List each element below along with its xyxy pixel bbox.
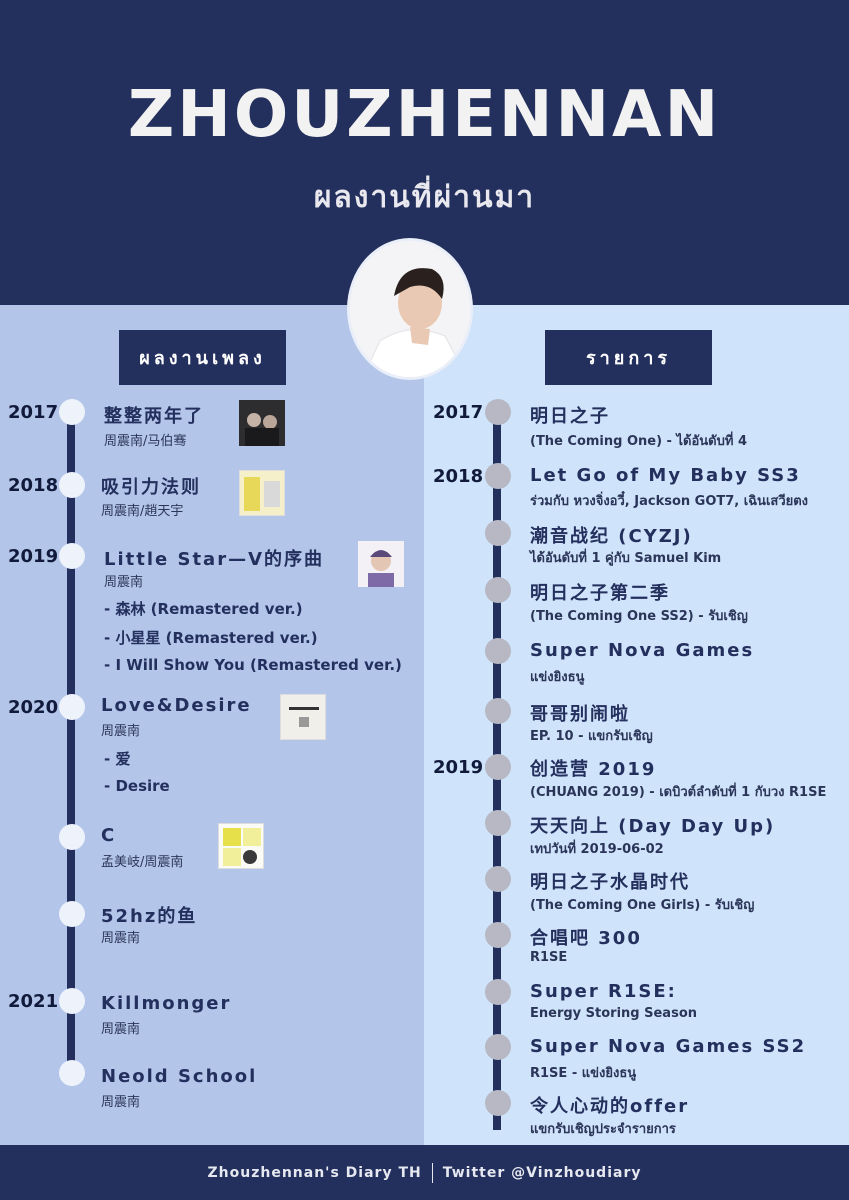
- show-item-title: 明日之子水晶时代: [530, 872, 690, 893]
- timeline-dot: [485, 810, 511, 836]
- timeline-dot: [485, 698, 511, 724]
- music-section-label: ผลงานเพลง: [119, 330, 286, 385]
- show-item-note: ร่วมกับ หวงจิ่งอวี๋, Jackson GOT7, เฉินเ…: [530, 494, 809, 509]
- show-item-title: 哥哥别闹啦: [530, 704, 630, 725]
- music-year-2021: 2021: [8, 991, 59, 1012]
- music-year-2019: 2019: [8, 546, 59, 567]
- timeline-dot: [485, 399, 511, 425]
- show-item-title: 明日之子第二季: [530, 583, 670, 604]
- music-item-credit: 周震南: [104, 575, 144, 590]
- timeline-dot: [59, 399, 85, 425]
- show-item-note: (The Coming One SS2) - รับเชิญ: [530, 609, 748, 624]
- timeline-dot: [485, 520, 511, 546]
- show-item-note: แข่งยิงธนู: [530, 670, 585, 685]
- show-item-title: 令人心动的offer: [530, 1096, 690, 1117]
- show-item-title: 创造营 2019: [530, 759, 657, 780]
- show-item-note: เทปวันที่ 2019-06-02: [530, 842, 664, 857]
- album-cover-thumbnail: [218, 823, 264, 869]
- footer-twitter-handle: Twitter @Vinzhoudiary: [442, 1164, 642, 1181]
- music-item-credit: 周震南/马伯骞: [104, 434, 187, 449]
- timeline-dot: [59, 824, 85, 850]
- music-timeline-line: [67, 412, 75, 1072]
- show-item-title: Let Go of My Baby SS3: [530, 465, 801, 486]
- page-subtitle: ผลงานที่ผ่านมา: [313, 180, 536, 215]
- show-item-note: ได้อันดับที่ 1 คู่กับ Samuel Kim: [530, 551, 722, 566]
- show-item-note: Energy Storing Season: [530, 1006, 698, 1021]
- show-item-title: 明日之子: [530, 406, 610, 427]
- timeline-dot: [485, 866, 511, 892]
- music-item-title: C: [101, 825, 117, 846]
- show-item-note: (CHUANG 2019) - เดบิวต์ลำดับที่ 1 กับวง …: [530, 785, 827, 800]
- shows-year-2017: 2017: [433, 402, 484, 423]
- track-item: - 爱: [104, 750, 131, 768]
- show-item-title: Super Nova Games: [530, 640, 755, 661]
- music-item-credit: 周震南: [101, 1022, 141, 1037]
- show-item-title: Super R1SE:: [530, 981, 677, 1002]
- shows-year-2019: 2019: [433, 757, 484, 778]
- page-title: ZHOUZHENNAN: [127, 78, 722, 152]
- music-item-title: Neold School: [101, 1066, 258, 1087]
- track-item: - 森林 (Remastered ver.): [104, 600, 303, 618]
- show-item-note: R1SE - แข่งยิงธนู: [530, 1066, 637, 1081]
- album-cover-thumbnail: [358, 541, 404, 587]
- album-cover-thumbnail: [280, 694, 326, 740]
- show-item-title: 潮音战纪 (CYZJ): [530, 526, 693, 547]
- music-item-title: 52hz的鱼: [101, 906, 198, 927]
- track-item: - 小星星 (Remastered ver.): [104, 629, 318, 647]
- timeline-dot: [485, 922, 511, 948]
- footer-credit: Zhouzhennan's Diary TH: [207, 1164, 422, 1181]
- show-item-note: แขกรับเชิญประจำรายการ: [530, 1122, 676, 1137]
- music-item-title: Love&Desire: [101, 695, 252, 716]
- shows-year-2018: 2018: [433, 466, 484, 487]
- timeline-dot: [485, 577, 511, 603]
- music-item-credit: 周震南: [101, 724, 141, 739]
- show-item-title: Super Nova Games SS2: [530, 1036, 807, 1057]
- timeline-dot: [59, 1060, 85, 1086]
- footer: Zhouzhennan's Diary TH Twitter @Vinzhoud…: [0, 1145, 849, 1200]
- track-item: - I Will Show You (Remastered ver.): [104, 656, 402, 674]
- timeline-dot: [59, 543, 85, 569]
- music-item-credit: 周震南: [101, 1095, 141, 1110]
- music-panel: [0, 305, 424, 1145]
- music-year-2018: 2018: [8, 475, 59, 496]
- timeline-dot: [59, 694, 85, 720]
- music-item-title: 吸引力法则: [101, 477, 201, 498]
- music-year-2020: 2020: [8, 697, 59, 718]
- album-cover-thumbnail: [239, 470, 285, 516]
- timeline-dot: [485, 638, 511, 664]
- music-item-title: Little Star—V的序曲: [104, 549, 325, 570]
- music-item-credit: 周震南: [101, 931, 141, 946]
- timeline-dot: [485, 1034, 511, 1060]
- show-item-title: 天天向上 (Day Day Up): [530, 816, 776, 837]
- track-item: - Desire: [104, 777, 170, 795]
- timeline-dot: [59, 988, 85, 1014]
- music-item-credit: 周震南/趙天宇: [101, 504, 184, 519]
- show-item-note: R1SE: [530, 950, 568, 965]
- timeline-dot: [485, 979, 511, 1005]
- timeline-dot: [59, 901, 85, 927]
- timeline-dot: [59, 472, 85, 498]
- show-item-note: (The Coming One Girls) - รับเชิญ: [530, 898, 755, 913]
- show-item-note: (The Coming One) - ได้อันดับที่ 4: [530, 434, 747, 449]
- music-item-credit: 孟美岐/周震南: [101, 855, 184, 870]
- shows-section-label: รายการ: [545, 330, 712, 385]
- music-year-2017: 2017: [8, 402, 59, 423]
- timeline-dot: [485, 1090, 511, 1116]
- timeline-dot: [485, 463, 511, 489]
- profile-photo: [347, 238, 473, 380]
- album-cover-thumbnail: [239, 400, 285, 446]
- music-item-title: Killmonger: [101, 993, 232, 1014]
- timeline-dot: [485, 754, 511, 780]
- show-item-note: EP. 10 - แขกรับเชิญ: [530, 729, 653, 744]
- show-item-title: 合唱吧 300: [530, 928, 642, 949]
- music-item-title: 整整两年了: [104, 406, 204, 427]
- footer-divider: [431, 1162, 433, 1183]
